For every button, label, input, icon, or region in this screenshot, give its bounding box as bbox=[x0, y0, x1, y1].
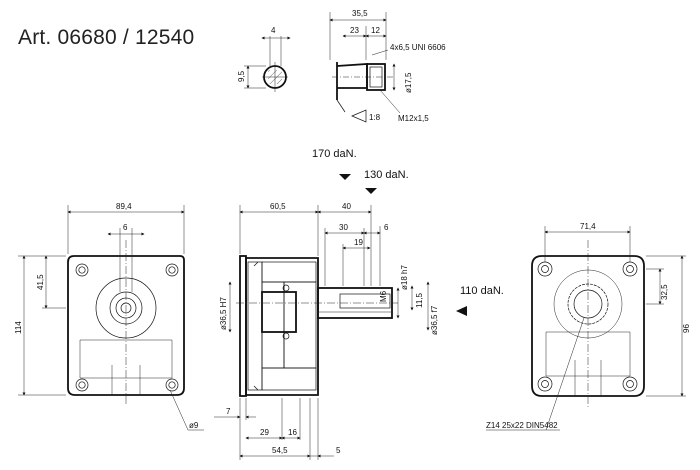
side-shaft-dia-label: ø18 h7 bbox=[400, 265, 409, 290]
front-width-label: 89,4 bbox=[116, 202, 132, 211]
down-arrow-icon bbox=[365, 188, 377, 194]
key-width-label: 4 bbox=[271, 26, 276, 35]
side-section-view: 60,5 40 30 6 19 ø36,5 H7 M6 ø18 h7 11,5 … bbox=[214, 202, 439, 460]
diameter-label: ø17,5 bbox=[404, 72, 413, 93]
key-height-label: 9,5 bbox=[237, 70, 246, 82]
side-60-5-label: 60,5 bbox=[270, 202, 286, 211]
left-arrow-icon bbox=[456, 306, 467, 316]
side-16-label: 16 bbox=[288, 428, 297, 437]
side-40-label: 40 bbox=[342, 202, 351, 211]
front-half-label: 41,5 bbox=[36, 274, 45, 290]
side-30-label: 30 bbox=[339, 223, 348, 232]
key-spec-label: 4x6,5 UNI 6606 bbox=[390, 43, 446, 52]
side-7-label: 7 bbox=[226, 407, 231, 416]
article-title: Art. 06680 / 12540 bbox=[18, 26, 195, 49]
side-19-label: 19 bbox=[354, 238, 363, 247]
down-arrow-icon bbox=[339, 174, 351, 180]
front-offset-label: 6 bbox=[123, 223, 128, 232]
front-hole-label: ø9 bbox=[189, 421, 199, 430]
side-5-label: 5 bbox=[336, 446, 341, 455]
rear-view: 71,4 32,5 96 Z14 25x22 DIN5482 bbox=[486, 222, 691, 431]
force-170-label: 170 daN. bbox=[312, 148, 357, 160]
front-view: 89,4 6 114 41,5 ø9 bbox=[14, 202, 204, 431]
side-29-label: 29 bbox=[260, 428, 269, 437]
rear-half-label: 32,5 bbox=[660, 284, 669, 300]
len-b-label: 12 bbox=[371, 26, 380, 35]
rear-height-label: 96 bbox=[682, 324, 691, 333]
force-130-label: 130 daN. bbox=[364, 169, 409, 181]
side-11-5-label: 11,5 bbox=[415, 292, 424, 308]
side-pilot-label: ø36,5 H7 bbox=[219, 297, 228, 330]
taper-label: 1:8 bbox=[369, 113, 381, 122]
thread-label: M12x1,5 bbox=[398, 114, 429, 123]
len-a-label: 23 bbox=[350, 26, 359, 35]
shaft-section-detail: 4 9,5 bbox=[237, 26, 291, 92]
side-6-label: 6 bbox=[384, 223, 389, 232]
side-54-5-label: 54,5 bbox=[272, 446, 288, 455]
shaft-end-detail: 35,5 23 12 4x6,5 UNI 6606 ø17,5 1:8 M12x… bbox=[329, 9, 446, 123]
front-height-label: 114 bbox=[14, 321, 23, 334]
spline-label: Z14 25x22 DIN5482 bbox=[486, 421, 558, 430]
side-m6-label: M6 bbox=[379, 290, 388, 302]
force-110-label: 110 daN. bbox=[460, 285, 504, 297]
side-shaft-pilot-label: ø36,5 f7 bbox=[430, 305, 439, 335]
rear-width-label: 71,4 bbox=[580, 222, 596, 231]
total-length-label: 35,5 bbox=[352, 9, 368, 18]
force-annotations: 170 daN. 130 daN. 110 daN. bbox=[312, 148, 504, 316]
